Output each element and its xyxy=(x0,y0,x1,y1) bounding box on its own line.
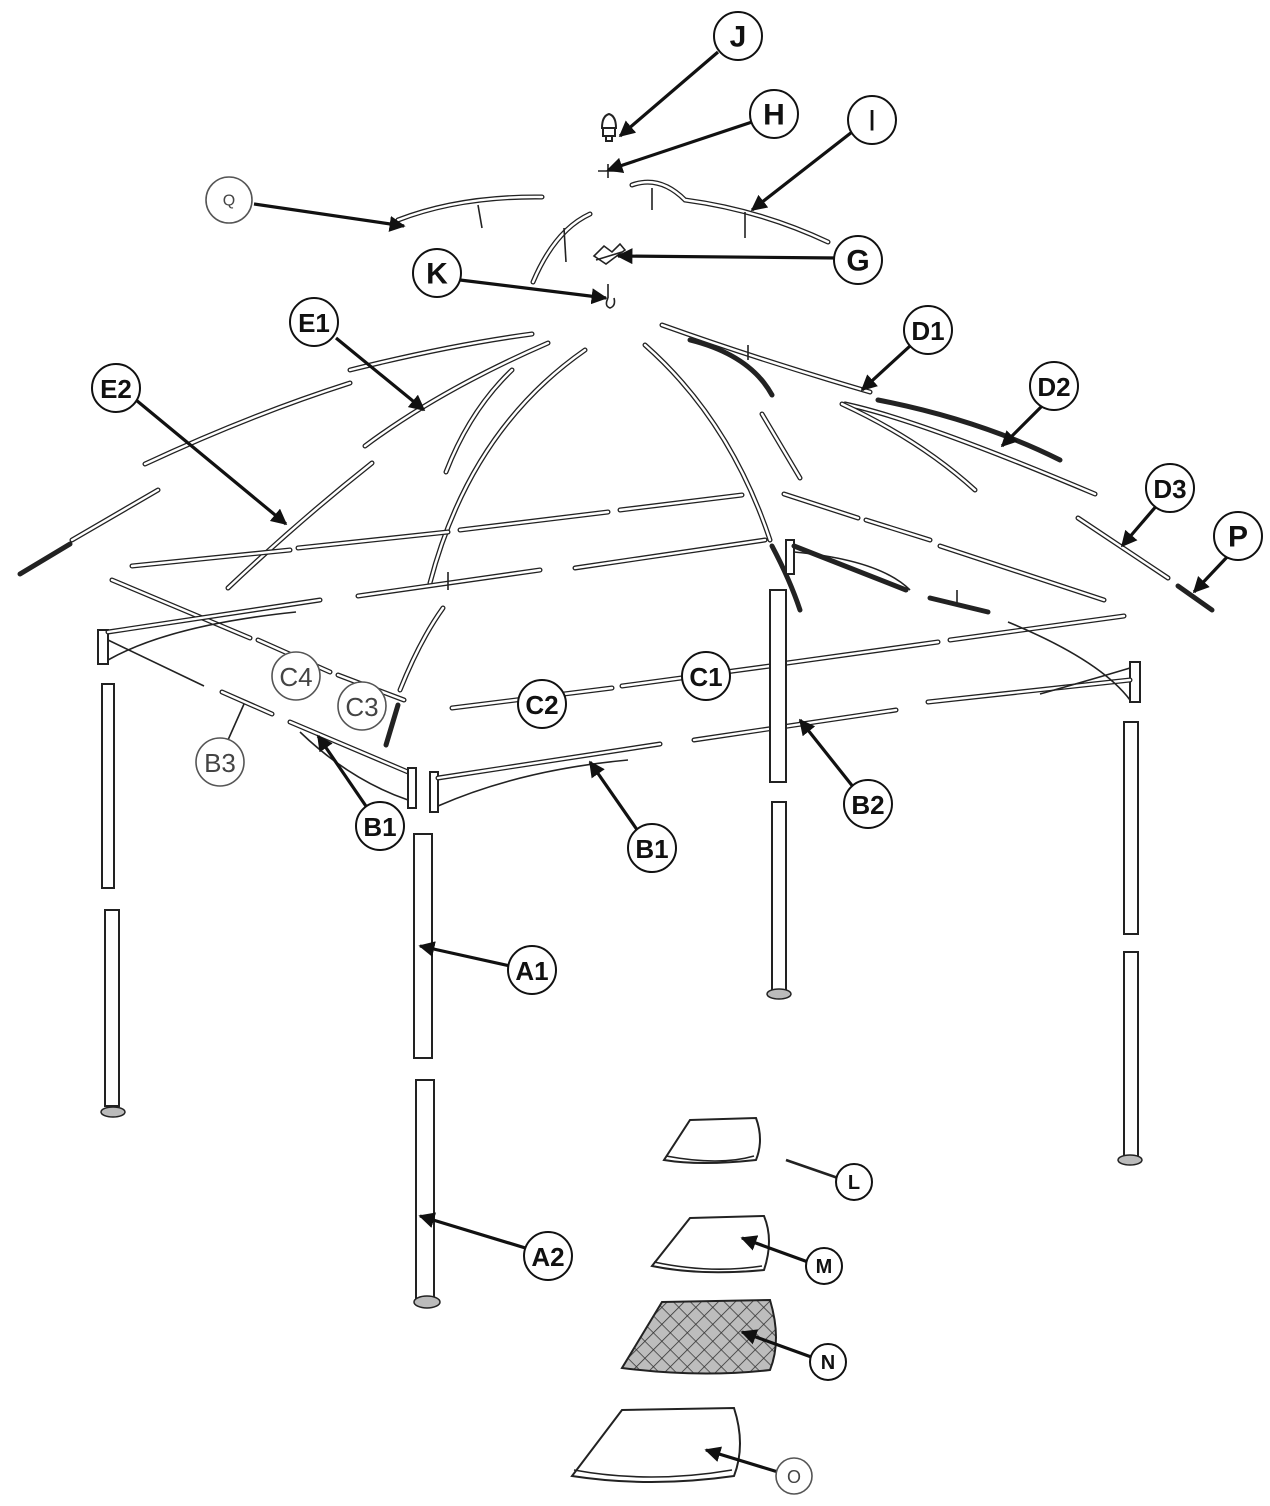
label-p: P xyxy=(1213,511,1263,561)
label-n: N xyxy=(809,1343,847,1381)
svg-text:G: G xyxy=(846,245,869,278)
hook-part-k xyxy=(605,284,616,309)
label-i: I xyxy=(847,95,897,145)
hub-part-g xyxy=(592,242,627,265)
svg-text:A2: A2 xyxy=(531,1242,564,1272)
label-a2: A2 xyxy=(523,1231,573,1281)
label-l: L xyxy=(835,1163,873,1201)
svg-text:D2: D2 xyxy=(1037,372,1070,402)
svg-text:B1: B1 xyxy=(635,834,668,864)
svg-text:D1: D1 xyxy=(911,316,944,346)
label-b1-left: B1 xyxy=(355,801,405,851)
mosquito-net-part-n xyxy=(620,1298,777,1375)
svg-text:M: M xyxy=(816,1256,833,1278)
svg-text:C2: C2 xyxy=(525,690,558,720)
label-b3: B3 xyxy=(195,737,245,787)
svg-text:A1: A1 xyxy=(515,956,548,986)
hub-arc-rib xyxy=(530,211,593,285)
svg-text:C1: C1 xyxy=(689,662,722,692)
svg-text:P: P xyxy=(1228,521,1248,554)
svg-text:E2: E2 xyxy=(100,374,132,404)
svg-text:E1: E1 xyxy=(298,308,330,338)
label-a1: A1 xyxy=(507,945,557,995)
leader-arrows xyxy=(134,50,1230,1474)
upper-frame-bars xyxy=(109,491,1127,711)
label-b1-front: B1 xyxy=(627,823,677,873)
finial-part-j xyxy=(600,112,618,142)
canopy-part-o xyxy=(570,1406,741,1483)
label-c2: C2 xyxy=(517,679,567,729)
label-c3: C3 xyxy=(337,681,387,731)
label-c1: C1 xyxy=(681,651,731,701)
label-e2: E2 xyxy=(91,363,141,413)
svg-text:K: K xyxy=(426,258,448,291)
svg-text:C4: C4 xyxy=(279,662,312,692)
svg-text:N: N xyxy=(821,1352,835,1374)
label-h: H xyxy=(749,89,799,139)
label-d2: D2 xyxy=(1029,361,1079,411)
svg-text:H: H xyxy=(763,99,785,132)
canopy-part-l xyxy=(662,1116,761,1164)
label-d3: D3 xyxy=(1145,463,1195,513)
svg-text:J: J xyxy=(730,21,747,54)
label-o: O xyxy=(775,1457,813,1495)
top-rib-q xyxy=(395,194,545,229)
svg-text:L: L xyxy=(848,1172,860,1194)
right-corner-bracket xyxy=(925,621,1141,705)
svg-text:B3: B3 xyxy=(204,748,236,778)
label-g: G xyxy=(833,235,883,285)
svg-text:B1: B1 xyxy=(363,812,396,842)
label-c4: C4 xyxy=(271,651,321,701)
back-right-corner-bracket xyxy=(785,539,911,593)
label-m: M xyxy=(805,1247,843,1285)
label-j: J xyxy=(713,11,763,61)
label-q: Q xyxy=(205,176,253,224)
label-b2: B2 xyxy=(843,779,893,829)
top-rib-i xyxy=(629,179,831,245)
svg-text:O: O xyxy=(787,1467,801,1487)
label-e1: E1 xyxy=(289,297,339,347)
left-corner-bracket xyxy=(97,597,323,687)
svg-text:D3: D3 xyxy=(1153,474,1186,504)
label-d1: D1 xyxy=(903,305,953,355)
roof-ribs xyxy=(17,322,1215,748)
svg-text:I: I xyxy=(868,105,876,138)
legs xyxy=(100,589,1143,1309)
canopy-part-m xyxy=(650,1214,770,1274)
svg-text:Q: Q xyxy=(223,193,235,210)
label-k: K xyxy=(412,248,462,298)
svg-text:C3: C3 xyxy=(345,692,378,722)
svg-text:B2: B2 xyxy=(851,790,884,820)
